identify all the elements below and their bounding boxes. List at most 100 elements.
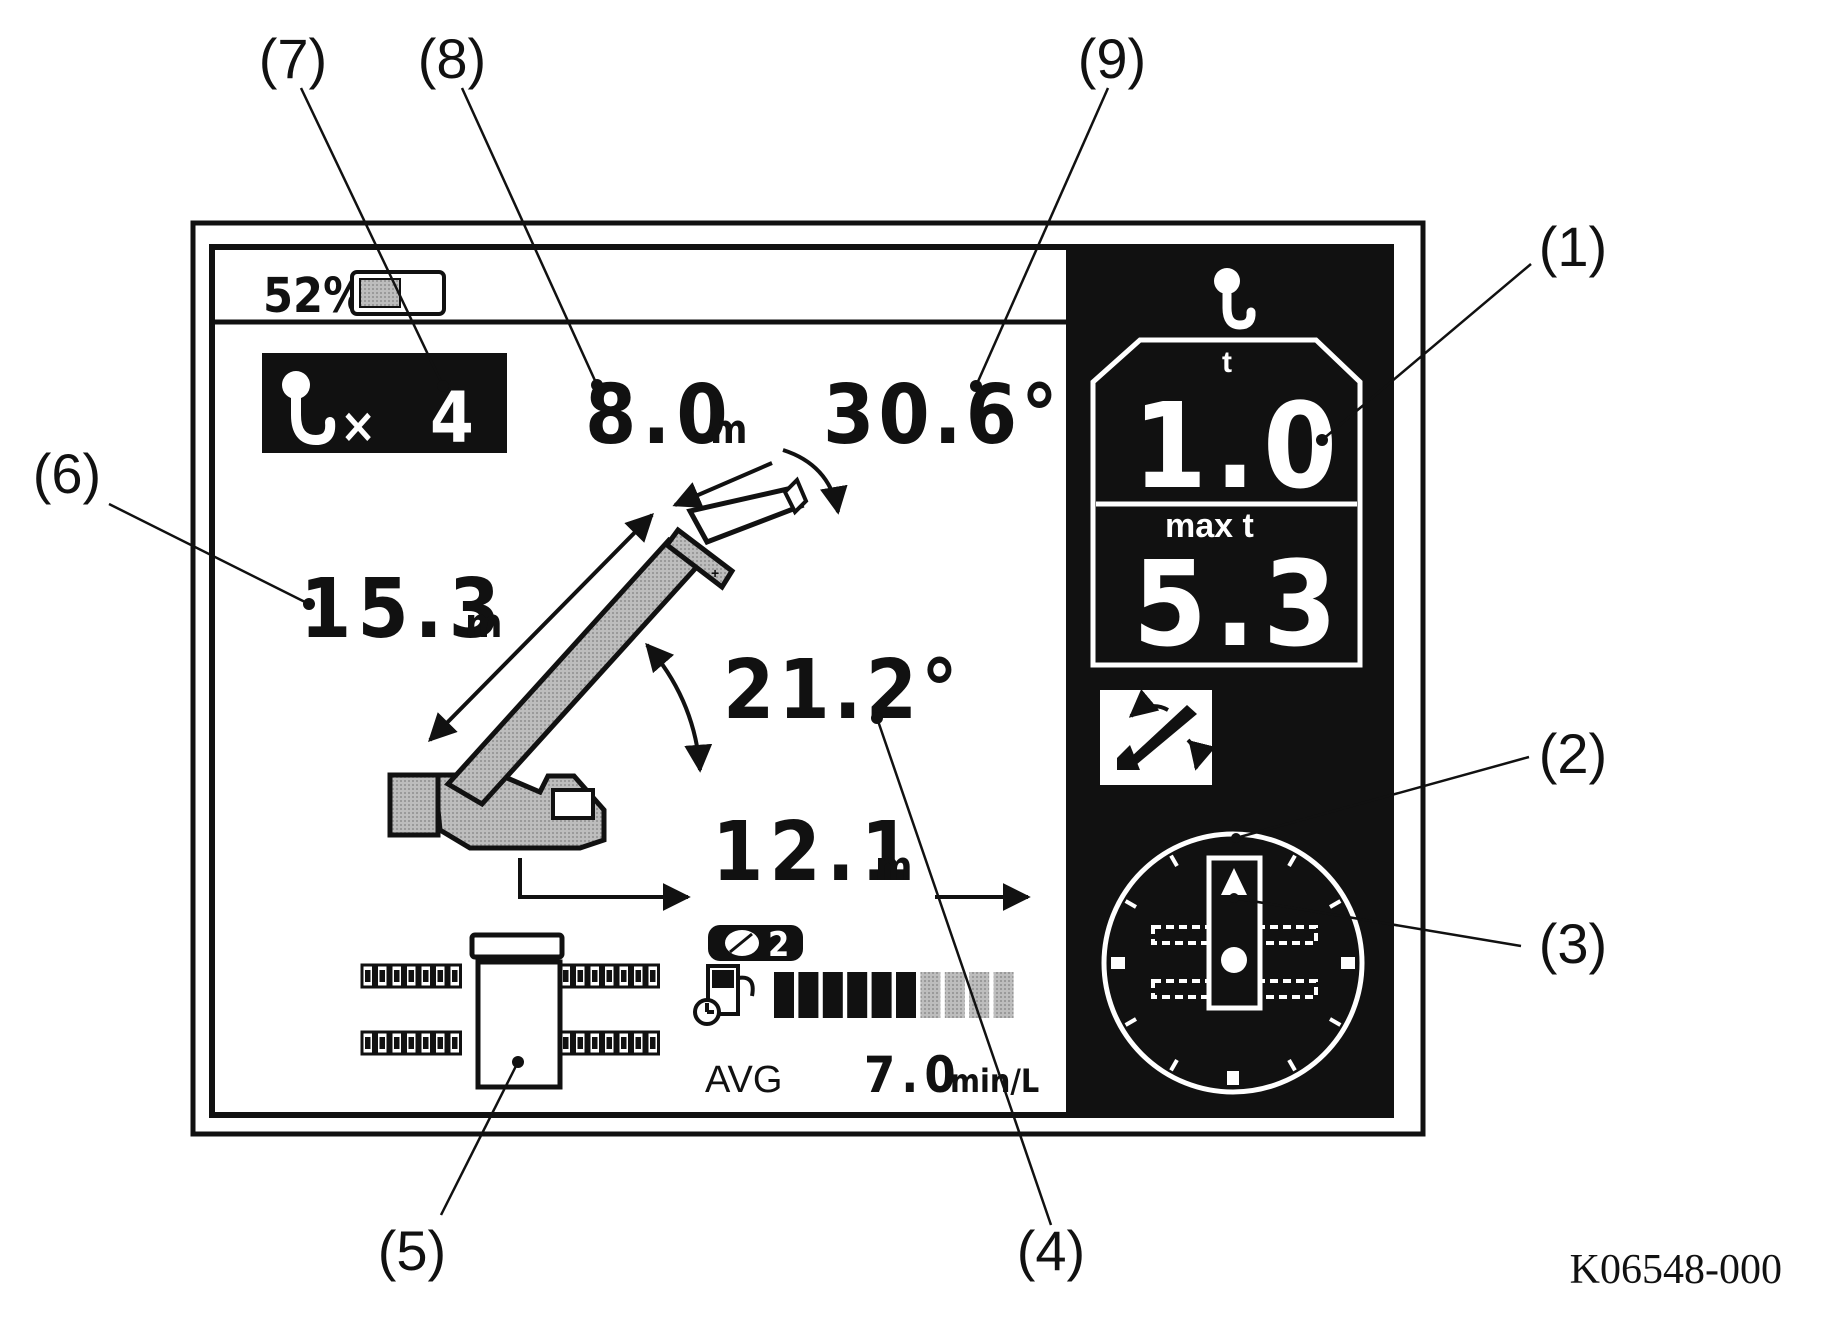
track-link-center [452, 970, 458, 982]
fuel-bar-segment [944, 972, 965, 1018]
boom-angle-mode-icon [1100, 689, 1216, 785]
callout-5: (5) [378, 1219, 446, 1282]
tip-length-unit: m [710, 407, 748, 453]
track-link-center [592, 970, 598, 982]
slew-tick [1287, 854, 1297, 868]
max-load-label: max t [1165, 507, 1254, 545]
tip-angle-value: 30.6° [823, 368, 1062, 463]
boom-length-readout: 15.3 m [300, 562, 503, 657]
fuel-bar-segment [993, 972, 1014, 1018]
front-direction-marker [1221, 868, 1247, 895]
track-link-center [650, 970, 656, 982]
load-panel: t 1.0 max t 5.3 [1066, 250, 1388, 1112]
actual-load-unit: t [1222, 346, 1232, 379]
boom-length-unit: m [465, 601, 503, 647]
leader-6 [108, 502, 310, 606]
boom-head [663, 526, 736, 591]
eco-mode-indicator: 2 [708, 925, 803, 965]
callout-labels: (1) (2) (3) (4) (5) (6) (7) (8) (9) [33, 27, 1607, 1282]
fuel-bar-segment [798, 972, 819, 1018]
hook-falls-indicator: × 4 [262, 353, 507, 459]
slew-tick [1328, 1017, 1342, 1027]
fuel-bar-segment [920, 972, 941, 1018]
track-link-center [394, 970, 400, 982]
slew-tick [1287, 1058, 1297, 1072]
track-link-center [650, 1037, 656, 1049]
tip-length-readout: 8.0 m [585, 368, 748, 463]
track-link-center [408, 970, 414, 982]
track-link-center [437, 970, 443, 982]
eco-level: 2 [768, 925, 789, 965]
track-link-center [635, 1037, 641, 1049]
tip-head [782, 476, 809, 516]
crane-side-view: + [387, 448, 1031, 911]
fuel-avg-label: AVG [705, 1059, 782, 1101]
track-link-center [577, 1037, 583, 1049]
track-link-center [408, 1037, 414, 1049]
track-link-center [621, 970, 627, 982]
leader-9 [974, 87, 1110, 387]
load-box [1090, 337, 1363, 668]
track-link-center [635, 970, 641, 982]
track-link-center [563, 970, 569, 982]
slew-center [1221, 947, 1247, 973]
fuel-bar-segment [774, 972, 794, 1018]
fuel-bar-segment [896, 972, 916, 1018]
track-link-center [606, 1037, 612, 1049]
fuel-bar-segment [847, 972, 868, 1018]
leader-4 [875, 717, 1053, 1226]
track-upper-left [360, 963, 462, 989]
tip-length-arrow [672, 461, 773, 508]
callout-3: (3) [1539, 912, 1607, 975]
boom-angle-arrow [645, 642, 713, 773]
fuel-pump-icon [693, 964, 755, 1026]
fuel-bar-segment [871, 972, 892, 1018]
hook-icon [1214, 268, 1256, 330]
leader-3 [1233, 896, 1522, 948]
slew-tick [1328, 899, 1342, 909]
callout-4: (4) [1017, 1219, 1085, 1282]
leader-8 [460, 87, 599, 386]
tip-length-value: 8.0 [585, 368, 734, 463]
track-link-center [592, 1037, 598, 1049]
crawler-body [475, 959, 563, 1090]
status-bar: 52% [263, 268, 446, 324]
slew-ticks [1111, 854, 1355, 1085]
fuel-efficiency-bar [774, 972, 1014, 1018]
callout-6: (6) [33, 442, 101, 505]
tip-angle-arrow [782, 448, 848, 515]
cab-window [551, 788, 595, 820]
slew-position-icon [1101, 831, 1365, 1095]
boom-angle-value: 21.2° [723, 643, 962, 738]
track-link-center [394, 1037, 400, 1049]
track-link-center [452, 1037, 458, 1049]
crawler-front-bar [469, 932, 565, 960]
track-link-center [365, 1037, 371, 1049]
track-link-center [423, 970, 429, 982]
falls-count: 4 [430, 377, 474, 459]
fuel-bar-segment [969, 972, 990, 1018]
leader-1 [1321, 263, 1532, 441]
track-lower-right [558, 1030, 660, 1056]
callout-7: (7) [259, 27, 327, 90]
working-radius-value: 12.1 [712, 805, 918, 900]
track-link-center [423, 1037, 429, 1049]
boom-head-mark: + [711, 565, 719, 581]
fuel-avg-unit: min/L [950, 1062, 1039, 1100]
callout-leaders [108, 87, 1532, 1226]
actual-load-value: 1.0 [1133, 377, 1345, 515]
slew-tick [1169, 854, 1179, 868]
battery-percent: 52% [263, 268, 366, 324]
track-lower-left [360, 1030, 462, 1056]
track-link-center [437, 1037, 443, 1049]
track-link-center [379, 970, 385, 982]
callout-2: (2) [1539, 722, 1607, 785]
slew-tick [1124, 1017, 1138, 1027]
leader-2 [1235, 755, 1530, 840]
callout-8: (8) [418, 27, 486, 90]
working-radius-arrow-left [518, 858, 691, 911]
track-link-center [379, 1037, 385, 1049]
slew-tick [1124, 899, 1138, 909]
slew-tick [1169, 1058, 1179, 1072]
